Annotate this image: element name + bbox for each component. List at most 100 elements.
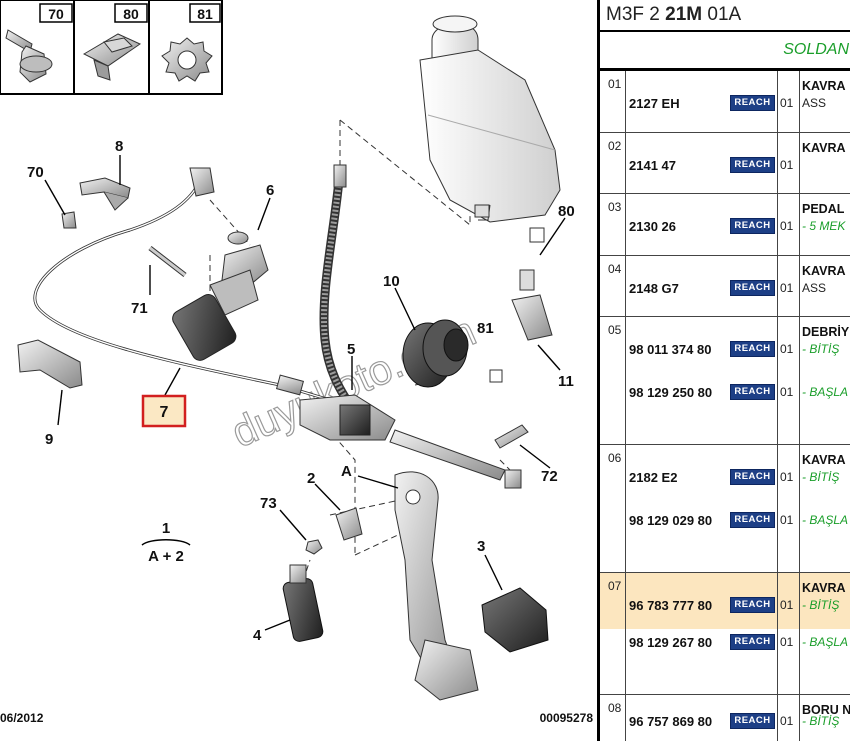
- quantity: 01: [780, 513, 794, 527]
- drawing-number: 00095278: [540, 711, 594, 725]
- quantity: 01: [780, 158, 794, 172]
- reference-suffix: 01A: [702, 4, 742, 25]
- row-number: 03: [608, 200, 622, 214]
- fastener-inset: 70 80 81: [0, 0, 223, 95]
- callout-3: 3: [477, 538, 485, 555]
- quantity: 01: [780, 281, 794, 295]
- bracket-9: [17, 339, 83, 389]
- part-number[interactable]: 98 129 029 80: [629, 513, 713, 528]
- column-divider: [625, 445, 626, 572]
- column-divider: [799, 133, 800, 193]
- pivot-pin: [494, 424, 529, 449]
- leader-lines: [44, 155, 566, 631]
- part-description: KAVRA: [802, 453, 846, 467]
- reach-badge: REACH: [730, 469, 775, 485]
- callout-8: 8: [115, 138, 123, 155]
- callout-7-highlight-box: [141, 394, 187, 428]
- part-description: KAVRA: [802, 79, 846, 93]
- callout-A: A: [341, 463, 352, 480]
- part-number[interactable]: 2141 47: [629, 158, 676, 173]
- part-note: - BİTİŞ: [802, 470, 840, 484]
- part-description: KAVRA: [802, 581, 846, 595]
- row-number: 01: [608, 77, 622, 91]
- part-number[interactable]: 98 129 250 80: [629, 385, 713, 400]
- column-divider: [777, 317, 778, 444]
- part-entry[interactable]: 2148 G7 REACH 01 ASS: [600, 278, 850, 298]
- column-divider: [799, 317, 800, 444]
- part-number[interactable]: 96 783 777 80: [629, 598, 713, 613]
- pedal-bush: [335, 507, 363, 541]
- quantity: 01: [780, 598, 794, 612]
- part-note: - BAŞLA: [802, 513, 849, 527]
- part-entry[interactable]: 2141 47 REACH 01: [600, 155, 850, 175]
- column-divider: [777, 445, 778, 572]
- callout-9: 9: [45, 431, 53, 448]
- part-number[interactable]: 2127 EH: [629, 96, 680, 111]
- part-description: PEDAL: [802, 202, 845, 216]
- callout-4: 4: [253, 627, 262, 644]
- row-number: 08: [608, 701, 622, 715]
- rubber-boot: [402, 319, 469, 388]
- column-divider: [777, 71, 778, 132]
- column-divider: [777, 256, 778, 316]
- reference-bold: 21M: [665, 4, 703, 25]
- parts-row-06[interactable]: 06 KAVRA 2182 E2 REACH 01 - BİTİŞ 98 129 029 8…: [600, 445, 850, 573]
- row-number: 02: [608, 139, 622, 153]
- column-divider: [799, 445, 800, 572]
- row-number: 06: [608, 451, 622, 465]
- part-note: - BAŞLA: [802, 635, 849, 649]
- callout-73: 73: [260, 495, 277, 512]
- column-divider: [777, 573, 778, 694]
- fluid-reservoir: [419, 15, 561, 223]
- callout-2: 2: [307, 470, 315, 487]
- callout-72: 72: [541, 468, 558, 485]
- column-divider: [799, 71, 800, 132]
- quantity: 01: [780, 96, 794, 110]
- callout-6: 6: [266, 182, 274, 199]
- quantity: 01: [780, 714, 794, 728]
- reach-badge: REACH: [730, 341, 775, 357]
- column-divider: [799, 573, 800, 694]
- column-divider: [625, 317, 626, 444]
- reference-prefix: M3F 2: [606, 4, 666, 25]
- callout-80: 80: [558, 203, 575, 220]
- part-note: ASS: [802, 281, 827, 295]
- assembly-legend: 1 A + 2: [141, 520, 191, 565]
- callout-7: 7: [160, 404, 169, 421]
- part-number[interactable]: 98 129 267 80: [629, 635, 713, 650]
- master-cylinder: [299, 394, 522, 489]
- legend-top: 1: [162, 520, 170, 537]
- quantity: 01: [780, 342, 794, 356]
- part-description: BORU N: [802, 703, 850, 717]
- column-divider: [625, 71, 626, 132]
- reach-badge: REACH: [730, 157, 775, 173]
- part-number[interactable]: 98 011 374 80: [629, 342, 712, 357]
- part-number[interactable]: 96 757 869 80: [629, 714, 713, 729]
- part-number[interactable]: 2148 G7: [629, 281, 679, 296]
- column-divider: [799, 256, 800, 316]
- part-description: DEBRİY: [802, 325, 850, 339]
- reach-badge: REACH: [730, 713, 775, 729]
- row-number: 05: [608, 323, 622, 337]
- part-number[interactable]: 2182 E2: [629, 470, 678, 485]
- callout-81: 81: [477, 320, 494, 337]
- column-divider: [625, 256, 626, 316]
- reach-badge: REACH: [730, 280, 775, 296]
- part-number[interactable]: 2130 26: [629, 219, 676, 234]
